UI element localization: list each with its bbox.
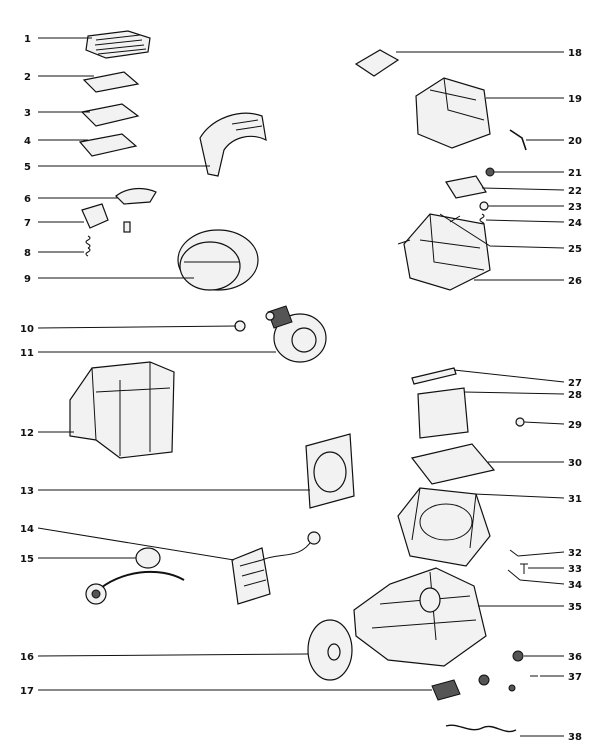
part-8-spring xyxy=(85,235,91,257)
part-14-control-board xyxy=(231,531,321,605)
part-22-switch-plate xyxy=(445,175,487,199)
part-28-filter-sheet xyxy=(417,387,469,439)
label-21: 21 xyxy=(568,168,582,179)
label-27: 27 xyxy=(568,378,582,389)
part-32-screw xyxy=(509,549,519,557)
label-3: 3 xyxy=(24,108,31,119)
part-26-handle-housing xyxy=(397,213,491,291)
part-23-washer xyxy=(479,201,489,211)
part-6-latch xyxy=(115,187,157,205)
label-29: 29 xyxy=(568,420,582,431)
part-10-plug xyxy=(234,320,246,332)
part-20-pin xyxy=(509,129,527,151)
label-12: 12 xyxy=(20,428,34,439)
label-31: 31 xyxy=(568,494,582,505)
label-18: 18 xyxy=(568,48,582,59)
part-3-filter xyxy=(80,103,140,127)
label-13: 13 xyxy=(20,486,34,497)
part-17-caster xyxy=(431,679,461,701)
part-9-motor-ring xyxy=(177,229,259,291)
part-18-cover xyxy=(354,49,400,77)
label-7: 7 xyxy=(24,218,31,229)
part-38-wire xyxy=(445,724,517,733)
label-15: 15 xyxy=(20,554,34,565)
part-12-housing xyxy=(69,361,175,459)
label-6: 6 xyxy=(24,194,31,205)
part-16-wheel xyxy=(307,619,353,681)
part-17-axle xyxy=(478,674,490,686)
label-33: 33 xyxy=(568,564,582,575)
part-27-seal-strip xyxy=(411,367,457,385)
part-17-pin xyxy=(508,684,516,692)
label-4: 4 xyxy=(24,136,31,147)
label-1: 1 xyxy=(24,34,31,45)
label-35: 35 xyxy=(568,602,582,613)
label-11: 11 xyxy=(20,348,34,359)
label-26: 26 xyxy=(568,276,582,287)
part-11-motor xyxy=(265,305,327,363)
label-25: 25 xyxy=(568,244,582,255)
part-31-bag-housing xyxy=(397,487,491,567)
part-36-hub xyxy=(512,650,524,662)
part-30-dust-filter xyxy=(410,443,496,485)
part-34-spring xyxy=(507,569,521,581)
part-4-pad xyxy=(78,133,138,157)
label-5: 5 xyxy=(24,162,31,173)
label-22: 22 xyxy=(568,186,582,197)
label-9: 9 xyxy=(24,274,31,285)
label-32: 32 xyxy=(568,548,582,559)
part-5-handle-cover xyxy=(199,112,267,177)
part-35-base xyxy=(353,567,487,667)
part-13-frame xyxy=(305,433,355,509)
part-15-cord-handle xyxy=(85,547,185,605)
label-10: 10 xyxy=(20,324,34,335)
label-19: 19 xyxy=(568,94,582,105)
part-21-knob xyxy=(485,167,495,177)
label-24: 24 xyxy=(568,218,582,229)
label-28: 28 xyxy=(568,390,582,401)
part-33-screw xyxy=(520,563,528,574)
label-17: 17 xyxy=(20,686,34,697)
part-19-top-cover xyxy=(415,77,491,149)
label-16: 16 xyxy=(20,652,34,663)
label-38: 38 xyxy=(568,732,582,743)
label-36: 36 xyxy=(568,652,582,663)
label-30: 30 xyxy=(568,458,582,469)
label-14: 14 xyxy=(20,524,34,535)
part-29-grommet xyxy=(515,417,525,427)
part-1-grille xyxy=(85,30,151,59)
label-23: 23 xyxy=(568,202,582,213)
part-7-button xyxy=(81,203,109,229)
part-2-filter xyxy=(82,71,140,93)
part-7-clip xyxy=(123,221,131,233)
label-20: 20 xyxy=(568,136,582,147)
label-34: 34 xyxy=(568,580,582,591)
label-2: 2 xyxy=(24,72,31,83)
label-37: 37 xyxy=(568,672,582,683)
leader-lines xyxy=(37,37,565,737)
label-8: 8 xyxy=(24,248,31,259)
